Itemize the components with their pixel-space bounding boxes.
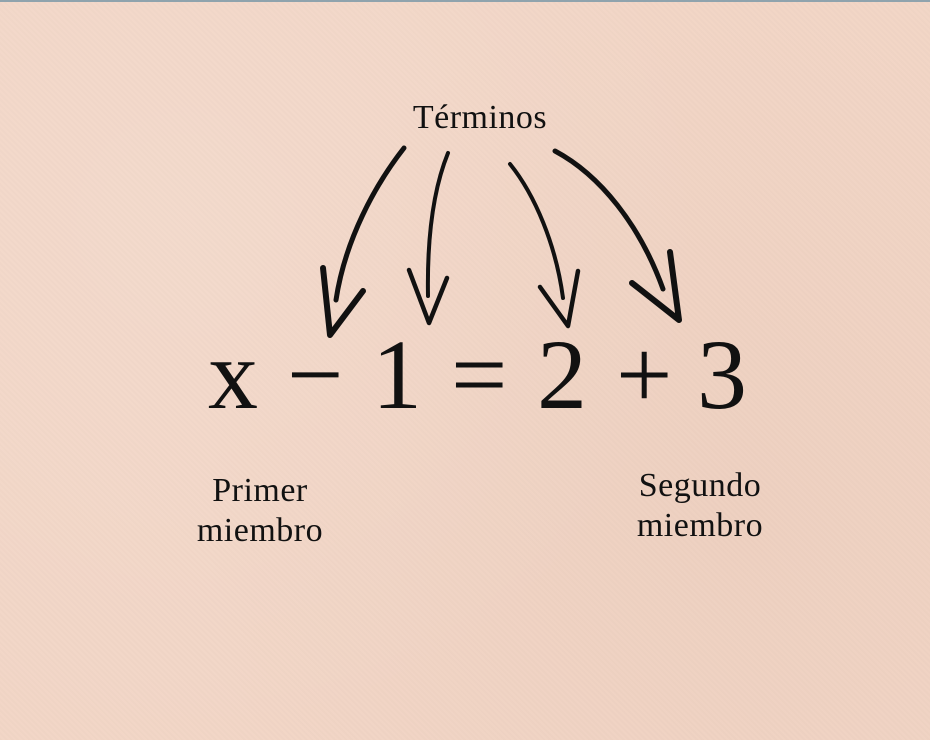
second-member-label: Segundo miembro [610,466,790,546]
equation-term-3: 3 [697,319,747,430]
arrow-to-3 [552,148,682,323]
equation-plus: + [616,319,673,430]
arrow-head [320,265,366,338]
top-border [0,0,930,2]
arrow-shaft [425,151,450,298]
first-member-line1: Primer [212,472,308,509]
arrow-shaft [508,162,565,300]
equation-variable-x: x [208,319,258,430]
arrow-head [537,268,581,329]
arrow-to-1 [406,151,450,326]
first-member-line2: miembro [196,512,324,549]
arrow-to-x [320,145,407,338]
arrow-shaft [552,148,666,292]
arrow-shaft [333,145,407,303]
arrow-head [406,267,450,326]
arrow-head [629,249,682,323]
terms-label: Términos [412,99,548,136]
second-member-line2: miembro [636,507,764,544]
equation-minus: − [287,319,344,430]
equation-constant-1: 1 [372,319,422,430]
equation-equals: = [451,319,508,430]
arrow-to-2 [508,162,581,329]
second-member-line1: Segundo [638,467,762,504]
equation-term-2: 2 [537,319,587,430]
first-member-label: Primer miembro [170,471,350,551]
